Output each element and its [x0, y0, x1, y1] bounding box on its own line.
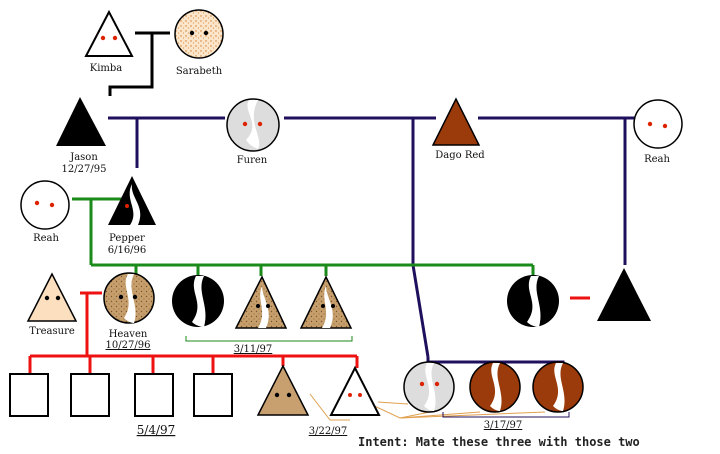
litter-3-22-male-1	[329, 365, 381, 416]
dago-red-male-symbol	[431, 97, 481, 146]
litter-3-17-female-2	[469, 361, 521, 413]
navy-line-female-symbol	[507, 275, 559, 327]
heaven-label: Heaven	[109, 329, 148, 340]
litter-3-11-date: 3/11/97	[234, 344, 273, 355]
kimba-sarabeth-mating-line	[108, 31, 170, 96]
litter-3-11-bracket	[185, 336, 353, 342]
litter-3-11-female-1	[172, 275, 224, 327]
sarabeth-label: Sarabeth	[176, 66, 223, 77]
pepper-male-symbol	[108, 176, 156, 225]
jason-date: 12/27/95	[62, 164, 107, 175]
sarabeth-female-symbol	[174, 9, 224, 59]
reah-right-label: Reah	[644, 154, 670, 165]
litter-3-11-male-1	[234, 275, 288, 329]
reah-left-label: Reah	[33, 233, 59, 244]
heaven-date: 10/27/96	[106, 340, 151, 351]
litter-3-11-male-2	[299, 275, 353, 329]
jason-male-symbol	[56, 97, 106, 146]
litter-3-22-date: 3/22/97	[309, 426, 348, 437]
litter-5-4-male-1	[256, 364, 310, 416]
pepper-date: 6/16/96	[108, 245, 147, 256]
intent-note: Intent: Mate these three with those two	[358, 435, 640, 449]
red-mating-lines	[28, 291, 590, 373]
litter-3-17-female-1	[403, 361, 455, 413]
intent-lines	[309, 393, 546, 421]
dago-red-label: Dago Red	[435, 150, 485, 161]
kimba-male-symbol	[84, 9, 134, 57]
litter-3-17-female-3	[532, 361, 584, 413]
kimba-label: Kimba	[90, 63, 123, 74]
litter-3-17-bracket	[442, 412, 570, 418]
reah-right-female-symbol	[633, 99, 683, 149]
unnamed-male-symbol	[597, 268, 651, 321]
unknown-sex-pup-4	[193, 373, 233, 417]
litter-3-17-date: 3/17/97	[484, 420, 523, 431]
jason-label: Jason	[69, 152, 98, 163]
pepper-label: Pepper	[109, 233, 145, 244]
navy-mating-lines	[108, 116, 636, 370]
unknown-sex-pup-3	[134, 373, 174, 417]
furen-label: Furen	[237, 155, 268, 166]
litter-5-4-date: 5/4/97	[137, 423, 176, 437]
treasure-label: Treasure	[29, 326, 75, 337]
furen-female-symbol	[226, 98, 280, 152]
treasure-male-symbol	[26, 272, 78, 322]
unknown-sex-pup-2	[70, 373, 110, 417]
reah-left-female-symbol	[20, 180, 70, 230]
unknown-sex-pup-1	[9, 373, 49, 417]
heaven-female-symbol	[103, 272, 155, 324]
